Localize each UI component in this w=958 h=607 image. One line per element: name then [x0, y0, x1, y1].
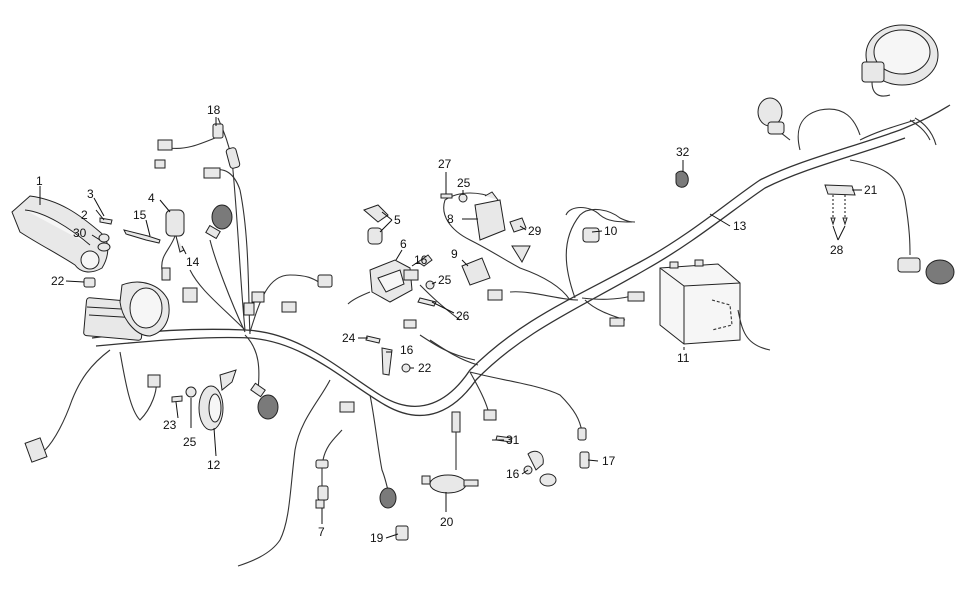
screw	[440, 193, 453, 199]
callout-labels: 1 3 2 30 22 4 15 14 18 23 25 12 7 19 5 6…	[36, 103, 878, 545]
bolt	[417, 297, 437, 307]
washer	[458, 193, 468, 203]
connector-plug	[243, 302, 255, 316]
callout-29: 29	[528, 224, 542, 238]
front-left-turn-signal	[205, 204, 233, 240]
callout-17: 17	[602, 454, 616, 468]
starter-relay	[474, 191, 506, 241]
callout-21: 21	[864, 183, 878, 197]
brake-switch	[577, 427, 590, 469]
rear-connector	[24, 374, 161, 463]
connector-plug	[511, 245, 531, 264]
battery-bracket	[824, 184, 856, 226]
callout-9: 9	[451, 247, 458, 261]
connector-plug	[403, 319, 417, 329]
mounting-bracket	[381, 347, 393, 376]
retaining-clip	[417, 254, 433, 267]
callout-4: 4	[148, 191, 155, 205]
callout-19: 19	[370, 531, 384, 545]
leader-lines	[39, 117, 862, 539]
rear-right-turn-signal	[897, 257, 955, 285]
callout-32: 32	[676, 145, 690, 159]
battery	[659, 259, 771, 351]
front-right-turn-signal	[250, 382, 279, 420]
headlight	[119, 281, 198, 337]
callout-10: 10	[604, 224, 618, 238]
mounting-bolt	[365, 335, 381, 344]
connector-plug	[339, 401, 355, 413]
connector-plug	[281, 301, 297, 313]
callout-22-middle: 22	[418, 361, 432, 375]
cable-clamp	[527, 450, 544, 471]
callout-6: 6	[400, 237, 407, 251]
callout-13: 13	[733, 219, 747, 233]
wire-clip	[123, 229, 161, 244]
voltage-regulator	[461, 257, 503, 301]
connector-plug	[317, 274, 333, 288]
callout-16-upper: 16	[414, 253, 428, 267]
capacitor	[363, 204, 389, 245]
connector-plug	[627, 291, 645, 302]
callout-25-middle: 25	[438, 273, 452, 287]
horn	[198, 369, 237, 431]
neutral-switch	[315, 429, 343, 509]
rubber-grommet	[539, 473, 557, 487]
washer	[185, 386, 197, 398]
callout-11: 11	[677, 351, 690, 365]
callout-15: 15	[133, 208, 147, 222]
main-harness	[44, 104, 951, 567]
callout-30: 30	[73, 226, 87, 240]
connector-plug	[251, 291, 265, 303]
callout-18: 18	[207, 103, 221, 117]
callout-28: 28	[830, 243, 844, 257]
tail-light	[861, 24, 939, 97]
callout-2: 2	[81, 208, 88, 222]
relay-clip	[675, 170, 689, 188]
callout-24: 24	[342, 331, 356, 345]
handlebar-switch	[161, 209, 185, 281]
connector-plug	[203, 167, 221, 179]
horn-bolt	[171, 395, 183, 403]
callout-31: 31	[506, 433, 520, 447]
callout-25-upper: 25	[457, 176, 471, 190]
screw-assembly	[97, 217, 113, 252]
ignition-coil	[347, 259, 419, 305]
callout-26: 26	[456, 309, 470, 323]
rubber-mount	[509, 217, 527, 233]
connector-plug	[609, 317, 625, 327]
rubber-grommet	[83, 277, 96, 288]
callout-22-left: 22	[51, 274, 65, 288]
license-plate-light	[909, 117, 937, 146]
callout-23: 23	[163, 418, 177, 432]
instrument-cluster	[11, 195, 145, 341]
callout-5: 5	[394, 213, 401, 227]
callout-16-middle: 16	[400, 343, 414, 357]
washer	[425, 280, 435, 290]
rear-left-turn-signal	[757, 97, 785, 135]
cable-tie	[175, 235, 185, 253]
callout-12: 12	[207, 458, 221, 472]
callout-7: 7	[318, 525, 325, 539]
callout-8: 8	[447, 212, 454, 226]
callout-1: 1	[36, 174, 43, 188]
callout-14: 14	[186, 255, 200, 269]
flasher-relay	[565, 206, 633, 243]
callout-20: 20	[440, 515, 454, 529]
callout-3: 3	[87, 187, 94, 201]
washer	[401, 363, 411, 373]
callout-25-left: 25	[183, 435, 197, 449]
stop-light-switch	[154, 123, 241, 169]
callout-27: 27	[438, 157, 452, 171]
callout-16-lower: 16	[506, 467, 520, 481]
oil-pressure-switch	[379, 487, 409, 541]
speed-sensor	[421, 409, 497, 494]
